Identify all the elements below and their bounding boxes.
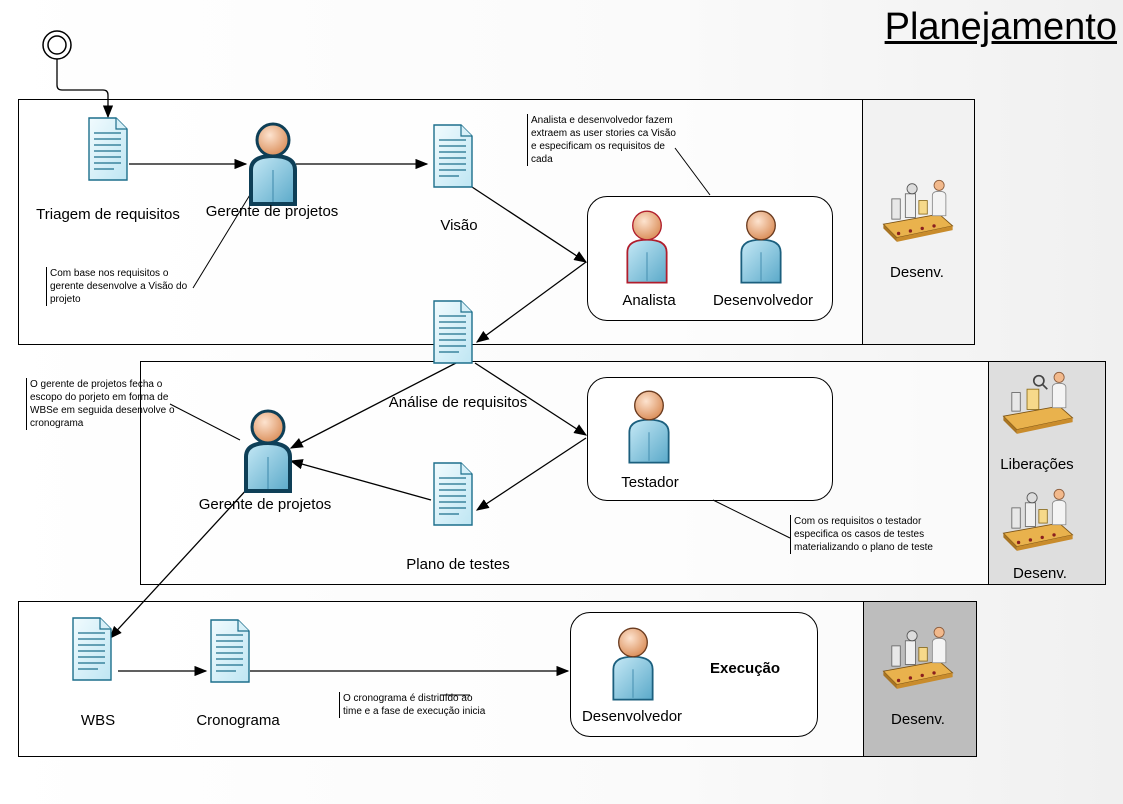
gerente-person-icon xyxy=(245,120,301,206)
execucao-label: Execução xyxy=(710,660,781,677)
desenvolvedor-label-top: Desenvolvedor xyxy=(712,292,814,309)
testador-label: Testador xyxy=(621,474,679,491)
analista-note: Analista e desenvolvedor fazem extraem a… xyxy=(527,114,676,166)
desenvolvedor-label-bottom: Desenvolvedor xyxy=(581,708,683,725)
visao-label: Visão xyxy=(440,217,478,234)
document-icon xyxy=(433,462,473,526)
inspection-icon xyxy=(1000,367,1076,435)
plano-label: Plano de testes xyxy=(406,556,510,573)
factory-icon xyxy=(1000,484,1076,552)
document-icon xyxy=(210,619,250,683)
gerente-note-top: Com base nos requisitos o gerente desenv… xyxy=(46,267,195,306)
document-icon xyxy=(433,124,473,188)
testador-person-icon xyxy=(624,387,674,465)
document-icon xyxy=(72,617,112,681)
side-label-bottom: Desenv. xyxy=(891,711,945,728)
execucao-group xyxy=(570,612,818,737)
analista-label: Analista xyxy=(622,292,676,309)
gerente-person-icon xyxy=(240,407,296,493)
analise-label: Análise de requisitos xyxy=(388,394,528,411)
side-label-desenv-middle: Desenv. xyxy=(1013,565,1067,582)
cronograma-note: O cronograma é distriuído ao time e a fa… xyxy=(339,692,488,718)
wbs-label: WBS xyxy=(80,712,116,729)
analista-person-icon xyxy=(622,207,672,285)
desenvolvedor-person-icon xyxy=(608,624,658,702)
factory-icon xyxy=(880,622,956,690)
testador-group xyxy=(587,377,833,501)
desenvolvedor-person-icon xyxy=(736,207,786,285)
cronograma-label: Cronograma xyxy=(196,712,280,729)
document-icon xyxy=(88,117,128,181)
triagem-label: Triagem de requisitos xyxy=(36,206,180,223)
factory-icon xyxy=(880,175,956,243)
side-label-top: Desenv. xyxy=(890,264,944,281)
side-panel-middle xyxy=(988,361,1106,585)
page-title: Planejamento xyxy=(884,6,1117,48)
document-icon xyxy=(433,300,473,364)
gerente-label-top: Gerente de projetos xyxy=(205,203,339,220)
gerente-label-middle: Gerente de projetos xyxy=(198,496,332,513)
side-label-liberacoes: Liberações xyxy=(1000,456,1074,473)
testador-note: Com os requisitos o testador especifica … xyxy=(790,515,944,554)
gerente-note-middle: O gerente de projetos fecha o escopo do … xyxy=(26,378,180,430)
